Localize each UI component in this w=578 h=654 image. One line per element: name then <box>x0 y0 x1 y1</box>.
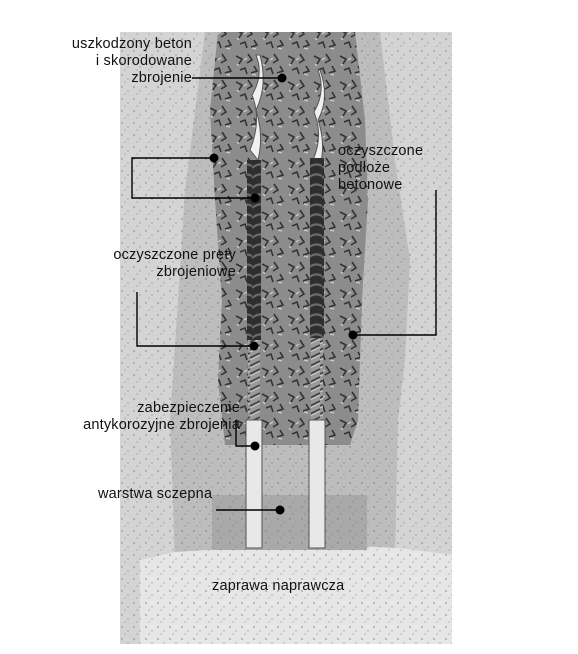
leader-cleaned-substrate <box>353 190 437 336</box>
leader-bracket-damaged <box>131 157 255 199</box>
leader-corrosion <box>235 420 255 447</box>
marker-cleaned-substrate <box>348 330 358 340</box>
damaged-concrete-texture <box>210 32 368 445</box>
bonding-layer-texture <box>212 495 367 550</box>
leader-cleaned-bars <box>136 292 254 347</box>
marker-corrosion <box>250 441 260 451</box>
repair-mortar-texture <box>140 545 452 644</box>
label-cleaned-bars: oczyszczone pręty zbrojeniowe <box>113 247 236 280</box>
label-damaged: uszkodzony beton i skorodowane zbrojenie <box>71 36 192 86</box>
rebar-right-cleaned <box>311 338 323 422</box>
rebar-left-cleaned <box>248 340 260 422</box>
rebar-left-corroded <box>247 160 261 340</box>
marker-damaged-b <box>209 153 219 163</box>
rebar-right-corroded <box>310 158 324 338</box>
marker-bonding <box>275 505 285 515</box>
marker-damaged-c <box>250 193 260 203</box>
label-bonding-layer: warstwa sczepna <box>98 486 213 502</box>
marker-cleaned-bars <box>249 341 259 351</box>
label-cleaned-substrate: oczyszczone podłoże betonowe <box>338 143 424 193</box>
marker-damaged <box>277 73 287 83</box>
rebar-left-coated <box>245 419 263 549</box>
rebar-right-coated <box>308 419 326 549</box>
label-corrosion-protection: zabezpieczenie antykorozyjne zbrojenia <box>83 400 240 433</box>
label-repair-mortar: zaprawa naprawcza <box>212 578 345 594</box>
